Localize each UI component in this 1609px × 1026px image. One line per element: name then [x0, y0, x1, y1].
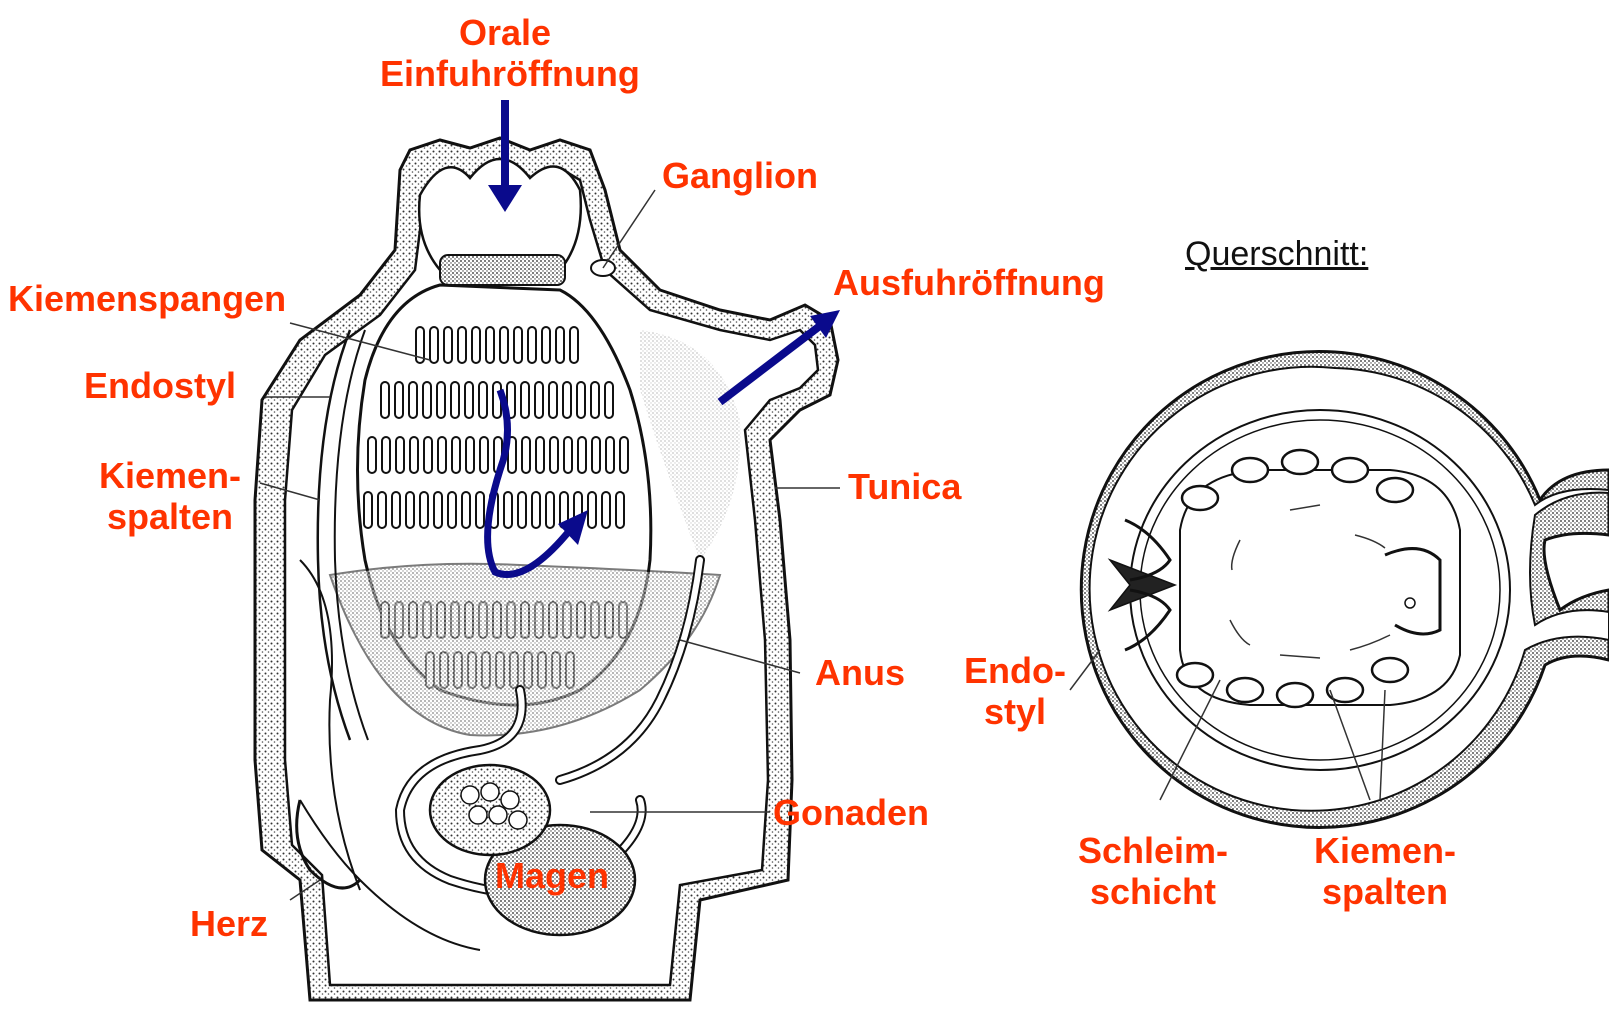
label-endostyl: Endostyl — [84, 365, 236, 406]
label-gonads: Gonaden — [773, 792, 929, 833]
gill-slit — [396, 437, 404, 473]
gill-slit — [458, 327, 466, 363]
gill-slit — [570, 327, 578, 363]
gill-slit — [504, 492, 512, 528]
gill-slit — [480, 437, 488, 473]
label-oral-siphon: Orale Einfuhröffnung — [380, 12, 630, 94]
label-endostyl-cross-line1: Endo- — [955, 650, 1075, 691]
gill-slit — [522, 437, 530, 473]
gill-slit — [465, 382, 473, 418]
oral-siphon-rim — [419, 159, 581, 270]
gill-slit — [382, 437, 390, 473]
gill-slit — [578, 437, 586, 473]
gill-slit — [514, 327, 522, 363]
label-gill-slits-left: Kiemen- spalten — [85, 455, 255, 537]
gill-slit — [588, 492, 596, 528]
gill-slit — [564, 437, 572, 473]
gill-slit — [368, 437, 376, 473]
gill-slit — [532, 492, 540, 528]
label-gill-slits-left-line1: Kiemen- — [85, 455, 255, 496]
gill-slit — [486, 327, 494, 363]
gill-slit — [500, 327, 508, 363]
gill-slit — [521, 382, 529, 418]
label-ganglion: Ganglion — [662, 155, 818, 196]
gill-slit — [535, 382, 543, 418]
gill-slit — [466, 437, 474, 473]
gill-slit — [438, 437, 446, 473]
gill-slit — [528, 327, 536, 363]
gill-slit — [452, 437, 460, 473]
gill-slit — [620, 437, 628, 473]
cross-gill-slit — [1232, 458, 1268, 482]
dorsal-vessel — [1405, 598, 1415, 608]
label-mucus-line1: Schleim- — [1058, 830, 1248, 871]
gill-slit — [518, 492, 526, 528]
label-heart: Herz — [190, 903, 268, 944]
label-endostyl-cross: Endo- styl — [955, 650, 1075, 732]
gill-slit — [434, 492, 442, 528]
cross-gill-slit — [1227, 678, 1263, 702]
gill-slit — [448, 492, 456, 528]
gill-slit — [605, 382, 613, 418]
label-stomach: Magen — [495, 855, 609, 896]
gill-slit — [395, 382, 403, 418]
label-oral-line2: Einfuhröffnung — [380, 53, 630, 94]
label-cross-section-title: Querschnitt: — [1185, 235, 1368, 274]
label-mucus-layer: Schleim- schicht — [1058, 830, 1248, 912]
label-gill-slits-right-line2: spalten — [1300, 871, 1470, 912]
gill-slit — [437, 382, 445, 418]
cross-gill-slit — [1372, 658, 1408, 682]
gill-slit — [546, 492, 554, 528]
gill-slit — [563, 382, 571, 418]
cross-gill-slit — [1332, 458, 1368, 482]
label-atrial-siphon: Ausfuhröffnung — [833, 262, 1105, 303]
gill-slit — [616, 492, 624, 528]
gill-slit — [451, 382, 459, 418]
label-mucus-line2: schicht — [1058, 871, 1248, 912]
label-gill-slits-right: Kiemen- spalten — [1300, 830, 1470, 912]
gill-slit — [423, 382, 431, 418]
gill-slit — [556, 327, 564, 363]
cross-gill-slit — [1377, 478, 1413, 502]
gill-slit — [444, 327, 452, 363]
gill-slit — [591, 382, 599, 418]
label-kiemenspangen: Kiemenspangen — [8, 278, 286, 319]
gill-slit — [406, 492, 414, 528]
cross-gill-slit — [1182, 486, 1218, 510]
gill-slit — [476, 492, 484, 528]
gill-slit — [542, 327, 550, 363]
tentacle-ring — [440, 255, 565, 285]
gill-slit — [410, 437, 418, 473]
gill-slit — [392, 492, 400, 528]
gill-slit — [577, 382, 585, 418]
cross-gill-slit — [1277, 683, 1313, 707]
gill-slit — [409, 382, 417, 418]
label-gill-slits-left-line2: spalten — [85, 496, 255, 537]
label-tunica: Tunica — [848, 466, 961, 507]
gill-slit — [378, 492, 386, 528]
gill-slit — [381, 382, 389, 418]
gill-slit — [479, 382, 487, 418]
gill-slit — [592, 437, 600, 473]
gill-slit — [364, 492, 372, 528]
gill-slit — [472, 327, 480, 363]
gill-slit — [602, 492, 610, 528]
gill-slit — [606, 437, 614, 473]
label-gill-slits-right-line1: Kiemen- — [1300, 830, 1470, 871]
cross-gill-slit — [1177, 663, 1213, 687]
gill-slit — [462, 492, 470, 528]
gill-slit — [550, 437, 558, 473]
gill-slit — [536, 437, 544, 473]
label-endostyl-cross-line2: styl — [955, 691, 1075, 732]
cross-section — [1081, 351, 1609, 827]
gill-slit — [420, 492, 428, 528]
cross-gill-slit — [1282, 450, 1318, 474]
gill-slit — [430, 327, 438, 363]
gill-slit — [424, 437, 432, 473]
gill-slit — [549, 382, 557, 418]
label-oral-line1: Orale — [380, 12, 630, 53]
label-anus: Anus — [815, 652, 905, 693]
